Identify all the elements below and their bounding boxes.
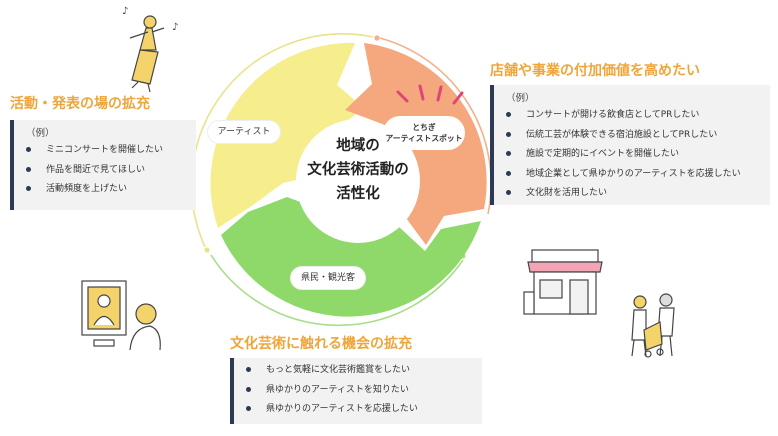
activity-item: 活動頻度を上げたい <box>24 183 188 195</box>
activity-example-label: （例） <box>26 128 55 139</box>
store-item: コンサートが開ける飲食店としてPRしたい <box>504 109 762 121</box>
svg-text:♪: ♪ <box>172 22 178 33</box>
store-item: 地域企業として県ゆかりのアーティストを応援したい <box>504 168 762 180</box>
opportunity-heading: 文化芸術に触れる機会の拡充 <box>230 336 412 352</box>
activity-box: （例） ミニコンサートを開催したい 作品を間近で見てほしい 活動頻度を上げたい <box>10 120 196 210</box>
opportunity-item: もっと気軽に文化芸術鑑賞をしたい <box>244 364 474 376</box>
opportunity-item: 県ゆかりのアーティストを応援したい <box>244 403 474 415</box>
store-heading: 店舗や事業の付加価値を高めたい <box>490 63 700 79</box>
spot-label-line2: アーティストスポット <box>385 134 463 143</box>
ring-dot-3 <box>204 247 210 253</box>
center-title: 地域の 文化芸術活動の 活性化 <box>286 134 430 230</box>
spot-label: とちぎ アーティストスポット <box>383 116 465 150</box>
center-title-line1: 地域の <box>336 138 380 154</box>
segment-artist <box>210 42 364 228</box>
store-item: 文化財を活用したい <box>504 187 762 199</box>
gallery-illustration <box>81 280 161 351</box>
store-list: コンサートが開ける飲食店としてPRしたい 伝統工芸が体験できる宿泊施設としてPR… <box>504 109 762 199</box>
opportunity-item: 県ゆかりのアーティストを知りたい <box>244 384 474 396</box>
opportunity-box: もっと気軽に文化芸術鑑賞をしたい 県ゆかりのアーティストを知りたい 県ゆかりのア… <box>230 358 482 424</box>
family-illustration <box>631 293 675 358</box>
segment-residents <box>221 197 481 317</box>
residents-label: 県民・観光客 <box>291 267 365 289</box>
shop-illustration <box>523 249 603 315</box>
store-box: （例） コンサートが開ける飲食店としてPRしたい 伝統工芸が体験できる宿泊施設と… <box>490 85 770 205</box>
activity-item: ミニコンサートを開催したい <box>24 144 188 156</box>
singer-illustration: ♪ ♪ <box>122 6 178 93</box>
activity-list: ミニコンサートを開催したい 作品を間近で見てほしい 活動頻度を上げたい <box>24 144 188 195</box>
center-circle <box>296 119 420 243</box>
store-item: 施設で定期的にイベントを開催したい <box>504 148 762 160</box>
outer-ring-green <box>210 254 464 327</box>
spot-label-line1: とちぎ <box>412 123 436 132</box>
artist-label: アーティスト <box>208 121 280 143</box>
opportunity-list: もっと気軽に文化芸術鑑賞をしたい 県ゆかりのアーティストを知りたい 県ゆかりのア… <box>244 364 474 415</box>
activity-item: 作品を間近で見てほしい <box>24 164 188 176</box>
burst-lines <box>396 84 464 105</box>
center-title-line2: 文化芸術活動の <box>307 162 409 178</box>
activity-heading: 活動・発表の場の拡充 <box>10 96 150 112</box>
store-example-label: （例） <box>506 93 535 104</box>
svg-text:♪: ♪ <box>122 6 128 17</box>
ring-dot-1 <box>374 35 380 41</box>
center-title-line3: 活性化 <box>336 186 380 202</box>
store-item: 伝統工芸が体験できる宿泊施設としてPRしたい <box>504 129 762 141</box>
